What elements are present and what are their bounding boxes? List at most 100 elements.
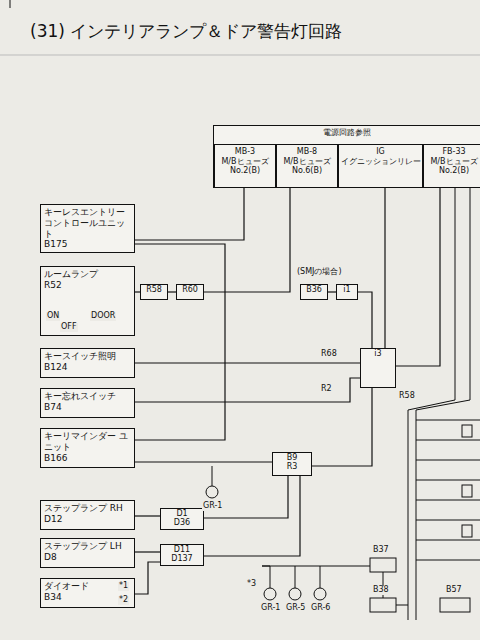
wire bbox=[312, 388, 372, 466]
wire-line bbox=[204, 476, 288, 518]
connector: R60 bbox=[176, 284, 204, 300]
connector: D11D137 bbox=[160, 544, 204, 566]
component-name: D1 bbox=[162, 510, 202, 519]
wire-line bbox=[135, 551, 160, 552]
callout-label: B57 bbox=[445, 586, 463, 595]
component-name: キー忘れスイッチ bbox=[44, 391, 131, 402]
wire bbox=[135, 378, 360, 402]
component-name: ステップランプ LH bbox=[44, 541, 131, 552]
wire-line bbox=[135, 362, 360, 363]
callout-label: *2 bbox=[118, 596, 129, 605]
callout-label: R58 bbox=[398, 392, 416, 401]
control-unit: キーリマインダー ユニットB166 bbox=[40, 428, 135, 468]
connector-code: R3 bbox=[274, 463, 310, 472]
component-name: i1 bbox=[338, 286, 356, 295]
component-name: D11 bbox=[162, 546, 202, 555]
fuse-box: MB-3M/Bヒューズ No.2(B) bbox=[214, 144, 276, 188]
component-name: ルームランプ bbox=[44, 269, 131, 280]
step-lamp: ステップランプ RHD12 bbox=[40, 500, 135, 530]
wire-line bbox=[384, 188, 385, 348]
connector: R58 bbox=[140, 284, 168, 300]
wire-line bbox=[135, 244, 225, 440]
component-name: B36 bbox=[302, 286, 326, 295]
wire-line bbox=[168, 291, 176, 292]
callout-label: *3 bbox=[246, 580, 257, 589]
callout-label: B38 bbox=[372, 586, 390, 595]
callout-label: B37 bbox=[372, 546, 390, 555]
connector-code: D137 bbox=[162, 555, 202, 564]
wire bbox=[358, 292, 372, 348]
wire-line bbox=[396, 188, 440, 366]
callout-label: *1 bbox=[118, 582, 129, 591]
relay-box: IGイグニッションリレー bbox=[338, 144, 423, 188]
wire bbox=[135, 363, 360, 364]
component-name: キーリマインダー ユニット bbox=[44, 431, 131, 453]
callout-label: GR-6 bbox=[310, 604, 331, 613]
wire bbox=[135, 188, 244, 240]
wire bbox=[135, 516, 160, 517]
callout-label: GR-5 bbox=[285, 604, 306, 613]
callout-label: GR-1 bbox=[202, 502, 223, 511]
connector-code: B124 bbox=[44, 362, 131, 373]
component-name: FB-33 bbox=[425, 147, 480, 157]
wire-line bbox=[358, 292, 372, 348]
connector-code: B175 bbox=[44, 239, 131, 250]
connector-code: B74 bbox=[44, 402, 131, 413]
connector-code: M/Bヒューズ No.2(B) bbox=[216, 157, 274, 176]
callout-label: GR-1 bbox=[260, 604, 281, 613]
wire bbox=[204, 188, 290, 292]
wire bbox=[385, 188, 386, 348]
component-name: i3 bbox=[362, 350, 394, 359]
callout-label: DOOR bbox=[90, 312, 116, 321]
wire-line bbox=[328, 291, 336, 292]
switch-illumination: キースイッチ照明B124 bbox=[40, 348, 135, 378]
joint-connector: i3 bbox=[360, 348, 396, 388]
component-name: MB-8 bbox=[278, 147, 336, 157]
switch: キー忘れスイッチB74 bbox=[40, 388, 135, 418]
wire-line bbox=[135, 562, 160, 594]
component-name: R58 bbox=[142, 286, 166, 295]
component-name: キースイッチ照明 bbox=[44, 351, 131, 362]
wire-line bbox=[135, 188, 244, 240]
room-lamp: ルームランプR52 bbox=[40, 266, 135, 336]
connector: i1 bbox=[336, 284, 358, 300]
connector-code: M/Bヒューズ No.2(B) bbox=[425, 157, 480, 176]
connector: B36 bbox=[300, 284, 328, 300]
connector-code: B166 bbox=[44, 453, 131, 464]
wire bbox=[135, 552, 160, 553]
wire bbox=[204, 476, 300, 556]
component-name: キーレスエントリー コントロールユニット bbox=[44, 207, 131, 239]
fuse-box: MB-8M/Bヒューズ No.6(B) bbox=[276, 144, 338, 188]
control-unit: キーレスエントリー コントロールユニットB175 bbox=[40, 204, 135, 253]
callout-label: (SMJの場合) bbox=[296, 268, 343, 277]
connector: B9R3 bbox=[272, 452, 312, 476]
callout-label: R68 bbox=[320, 350, 338, 359]
connector-code: M/Bヒューズ No.6(B) bbox=[278, 157, 336, 176]
step-lamp: ステップランプ LHD8 bbox=[40, 538, 135, 568]
reference-box: 電源回路参照MB-3M/Bヒューズ No.2(B)MB-8M/Bヒューズ No.… bbox=[213, 125, 480, 188]
callout-label: OFF bbox=[60, 323, 78, 332]
component-name: ステップランプ RH bbox=[44, 503, 131, 514]
component-name: IG bbox=[340, 147, 421, 157]
wire bbox=[328, 292, 336, 293]
connector-code: D8 bbox=[44, 552, 131, 563]
component-name: R60 bbox=[178, 286, 202, 295]
diagram-title: (31) インテリアランプ＆ドア警告灯回路 bbox=[30, 20, 342, 43]
wire-line bbox=[312, 388, 372, 466]
component-name: B9 bbox=[274, 454, 310, 463]
connector-code: R52 bbox=[44, 280, 131, 291]
fuse-box: FB-33M/Bヒューズ No.2(B) bbox=[423, 144, 480, 188]
wire-line bbox=[135, 378, 360, 402]
connector-code: D36 bbox=[162, 519, 202, 528]
connector: D1D36 bbox=[160, 508, 204, 530]
callout-label: ON bbox=[46, 312, 60, 321]
wire-line bbox=[204, 188, 290, 292]
wire-line bbox=[135, 515, 160, 516]
wire bbox=[396, 188, 440, 366]
component-name: 電源回路参照 bbox=[217, 128, 477, 138]
connector-code: D12 bbox=[44, 514, 131, 525]
wire bbox=[204, 476, 288, 518]
callout-label: R2 bbox=[320, 385, 333, 394]
wire-line bbox=[135, 461, 272, 462]
